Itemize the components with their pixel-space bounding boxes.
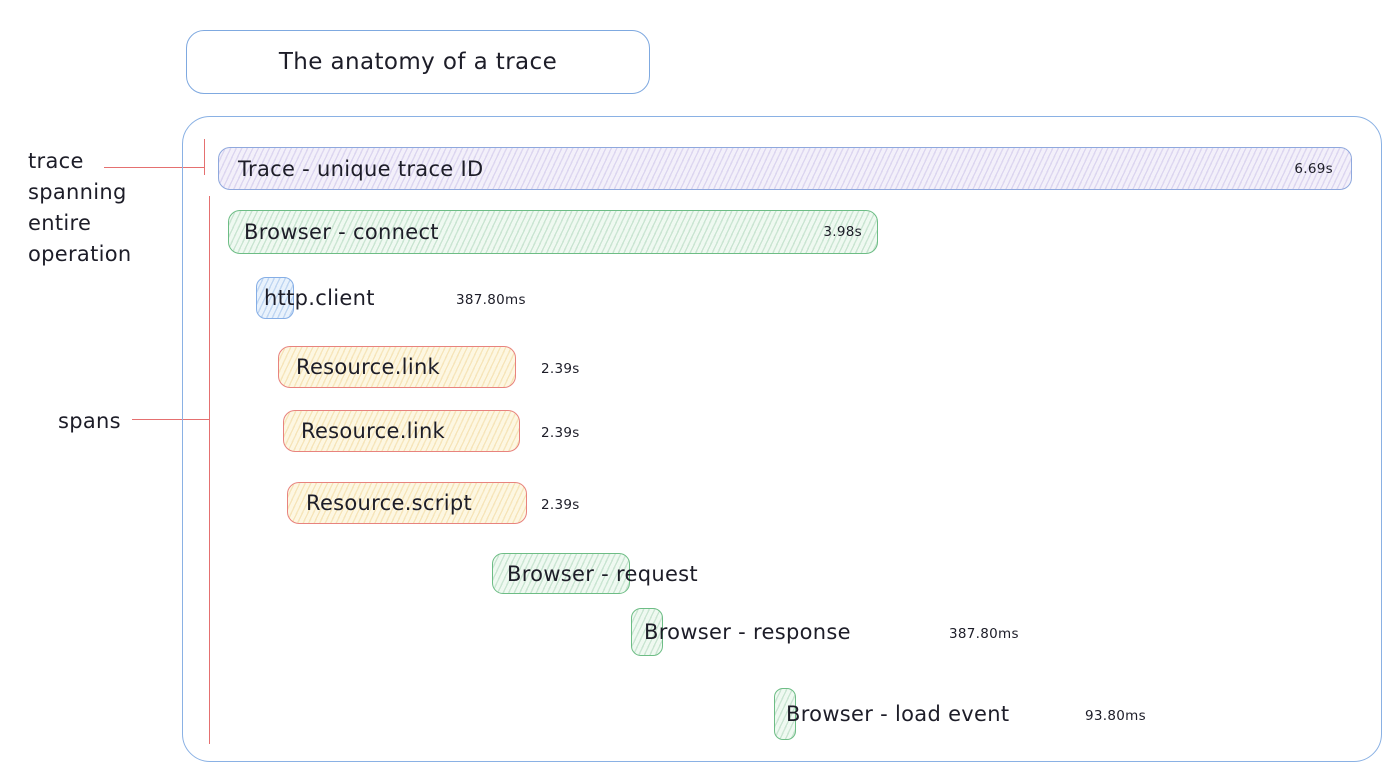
span-label: Browser - connect xyxy=(244,220,439,244)
span-label: Browser - request xyxy=(507,562,698,586)
span-label: Browser - response xyxy=(644,620,851,644)
trace-annotation-label: trace spanning entire operation xyxy=(28,149,132,266)
trace-duration: 6.69s xyxy=(1294,160,1333,177)
span-label: Resource.link xyxy=(301,419,446,443)
spans-annotation-line xyxy=(132,419,210,420)
span-label: http.client xyxy=(264,286,375,310)
trace-bar: Trace - unique trace ID 6.69s xyxy=(218,147,1352,190)
spans-bracket-line xyxy=(209,196,210,744)
span-bar-browser-response xyxy=(631,608,663,656)
span-duration: 3.98s xyxy=(823,224,862,240)
diagram-title: The anatomy of a trace xyxy=(278,49,558,75)
span-label: Browser - load event xyxy=(786,702,1010,726)
spans-annotation-label: spans xyxy=(58,409,121,433)
trace-bar-label: Trace - unique trace ID xyxy=(238,156,484,181)
span-bar-browser-request xyxy=(492,553,630,594)
span-duration: 93.80ms xyxy=(1085,708,1146,724)
span-bar-resource-link-2: Resource.link xyxy=(283,410,520,452)
span-bar-browser-load-event xyxy=(774,688,796,740)
trace-annotation-tick xyxy=(204,139,205,175)
trace-annotation-line xyxy=(104,167,205,168)
span-bar-http-client xyxy=(256,277,294,319)
trace-container-box xyxy=(182,116,1382,762)
span-duration: 2.39s xyxy=(541,497,580,513)
span-bar-resource-link-1: Resource.link xyxy=(278,346,516,388)
span-duration: 387.80ms xyxy=(456,292,526,308)
span-label: Resource.script xyxy=(306,491,472,515)
diagram-title-box: The anatomy of a trace xyxy=(186,30,650,94)
span-duration: 2.39s xyxy=(541,425,580,441)
span-label: Resource.link xyxy=(296,355,441,379)
span-bar-resource-script: Resource.script xyxy=(287,482,527,524)
span-duration: 387.80ms xyxy=(949,626,1019,642)
span-duration: 2.39s xyxy=(541,361,580,377)
span-bar-browser-connect: Browser - connect 3.98s xyxy=(228,210,878,254)
